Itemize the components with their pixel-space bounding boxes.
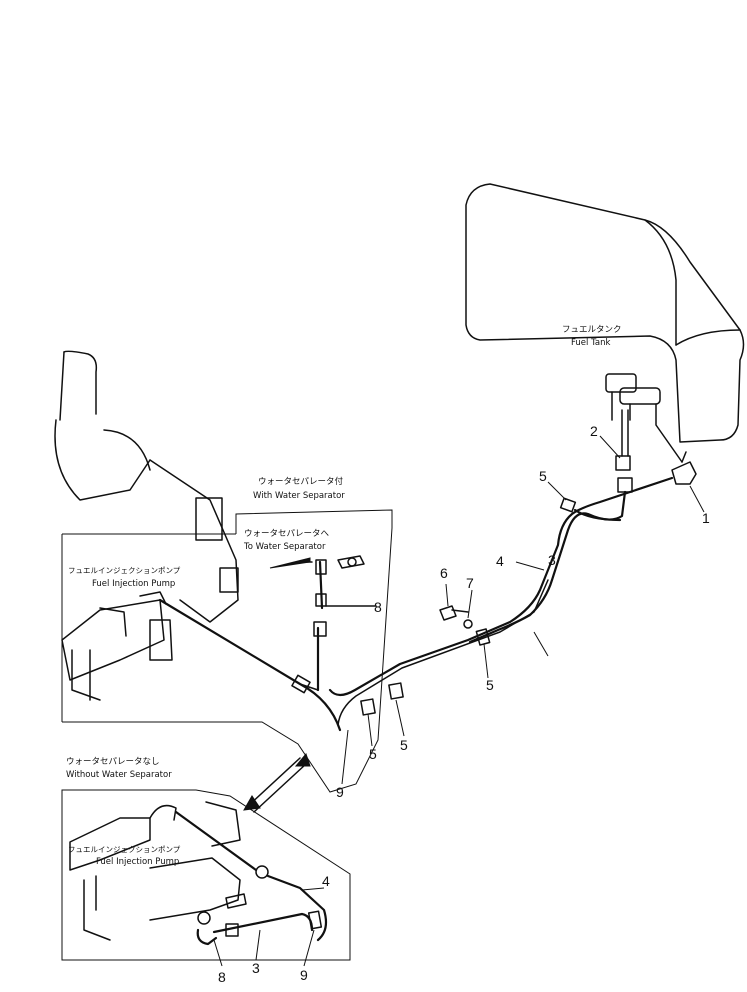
- fuel-injection-pump-lower-label: フュエルインジェクションポンプ Fuel Injection Pump: [68, 845, 181, 867]
- fip-lower-label-en: Fuel Injection Pump: [96, 857, 179, 867]
- callout-4: 4: [496, 553, 504, 569]
- callout-5-left: 5: [369, 746, 377, 762]
- callout-9-inset: 9: [300, 967, 308, 983]
- callout-numbers: 1 2 3 4 5 5 5 5 6 7 8 9 4 3 8 9: [218, 423, 710, 985]
- callout-3: 3: [548, 552, 556, 568]
- without-water-separator-label: ウォータセパレータなし Without Water Separator: [66, 757, 172, 780]
- fip-upper-label-ja: フュエルインジェクションポンプ: [68, 566, 181, 575]
- callout-5-mid: 5: [486, 677, 494, 693]
- lower-fuel-lines: [174, 810, 328, 946]
- callout-7: 7: [466, 575, 474, 591]
- without-ws-label-en: Without Water Separator: [66, 770, 172, 780]
- callout-8: 8: [374, 599, 382, 615]
- callout-4-inset: 4: [322, 873, 330, 889]
- to-ws-label-en: To Water Separator: [243, 542, 326, 552]
- fuel-line-assembly: [328, 451, 697, 726]
- fuel-injection-pump-lower: [69, 801, 241, 941]
- without-ws-label-ja: ウォータセパレータなし: [66, 757, 160, 767]
- callout-2: 2: [590, 423, 598, 439]
- with-water-separator-frame: [61, 509, 393, 793]
- callout-5-right: 5: [400, 737, 408, 753]
- fuel-tank-label-ja: フュエルタンク: [562, 325, 622, 335]
- with-ws-label-ja: ウォータセパレータ付: [258, 476, 344, 487]
- to-ws-label-ja: ウォータセパレータへ: [244, 529, 330, 539]
- callout-8-inset: 8: [218, 969, 226, 985]
- fuel-tank-label: フュエルタンク Fuel Tank: [562, 325, 622, 348]
- fuel-injection-pump-upper: [61, 591, 173, 701]
- callout-1: 1: [702, 510, 710, 526]
- tank-outlet-fitting: [605, 373, 683, 463]
- callout-6: 6: [440, 565, 448, 581]
- alternate-arrow: [243, 752, 311, 813]
- with-ws-label-en: With Water Separator: [253, 491, 345, 501]
- callout-leaders: [213, 435, 705, 967]
- callout-3-inset: 3: [252, 960, 260, 976]
- with-water-separator-label: ウォータセパレータ付 With Water Separator: [253, 476, 345, 501]
- fuel-injection-pump-upper-label: フュエルインジェクションポンプ Fuel Injection Pump: [68, 566, 181, 589]
- fip-upper-label-en: Fuel Injection Pump: [92, 579, 175, 589]
- callout-5-top: 5: [539, 468, 547, 484]
- fuel-tank-label-en: Fuel Tank: [571, 338, 610, 348]
- water-separator-lines: [158, 555, 377, 732]
- without-water-separator-frame: [61, 789, 351, 961]
- to-water-separator-label: ウォータセパレータへ To Water Separator: [243, 529, 330, 552]
- fip-lower-label-ja: フュエルインジェクションポンプ: [68, 845, 181, 854]
- fuel-tank: [465, 183, 745, 443]
- engine-block: [54, 350, 239, 623]
- callout-9: 9: [336, 784, 344, 800]
